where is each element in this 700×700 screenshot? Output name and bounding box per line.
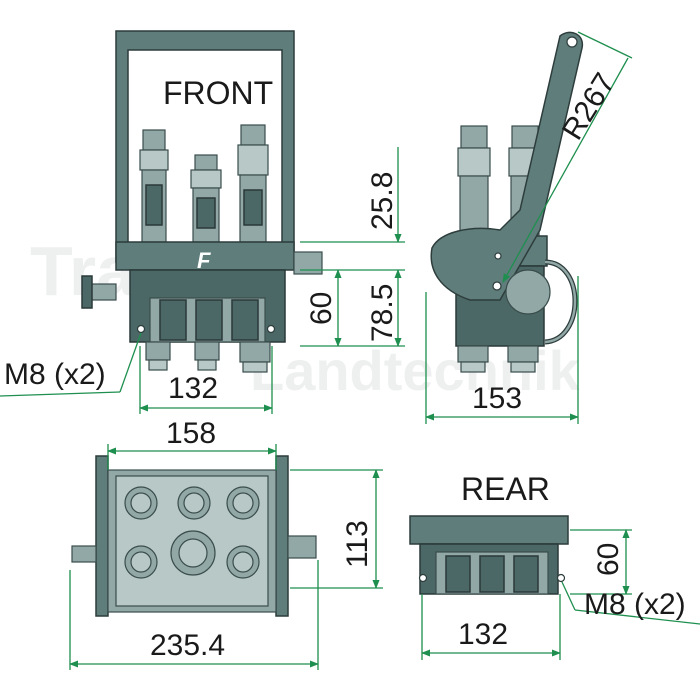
side-bottom-ports <box>457 345 539 373</box>
front-total-height-label: 78.5 <box>366 284 399 342</box>
side-lever <box>430 31 584 301</box>
front-m8-hole-left <box>136 324 146 334</box>
top-lever-right <box>275 455 289 617</box>
rear-top-plate <box>409 515 569 545</box>
front-view: F FRONT <box>81 30 323 373</box>
rear-m8-hole-right <box>556 573 566 583</box>
top-side-knob <box>71 545 97 563</box>
rear-dimensions: 60 132 M8 (x2) <box>421 529 700 660</box>
top-total-width-label: 235.4 <box>150 629 225 662</box>
rear-view: REAR <box>409 471 569 595</box>
rear-height-label: 60 <box>592 543 625 576</box>
rear-m8-hole-left <box>418 573 428 583</box>
front-body-height-label: 60 <box>305 292 338 325</box>
rear-title: REAR <box>461 471 550 507</box>
rear-thread-label: M8 (x2) <box>584 588 686 621</box>
front-pivot <box>293 251 323 275</box>
side-screw <box>494 252 502 260</box>
front-fitting-height-label: 25.8 <box>366 172 399 230</box>
side-pivot-hole <box>492 281 502 291</box>
top-lever-left <box>95 455 109 617</box>
top-pivot <box>287 535 317 559</box>
side-view <box>430 31 584 373</box>
top-depth-label: 113 <box>341 520 374 568</box>
top-view <box>71 455 317 617</box>
front-title: FRONT <box>163 75 273 111</box>
rear-width-label: 132 <box>458 618 508 651</box>
front-dimensions: 25.8 78.5 60 132 M8 (x2) <box>0 147 405 414</box>
front-logo: F <box>197 248 211 273</box>
front-width-label: 132 <box>168 372 218 405</box>
side-pivot-boss <box>505 269 551 315</box>
top-inner-width-label: 158 <box>166 417 216 450</box>
front-fittings <box>139 124 269 243</box>
side-width-label: 153 <box>472 382 522 415</box>
front-thread-label: M8 (x2) <box>4 358 106 391</box>
side-hose <box>544 259 578 345</box>
front-bottom-ports <box>145 341 271 373</box>
front-m8-hole-right <box>266 324 276 334</box>
side-lever-top-hole <box>566 36 578 48</box>
top-dimensions: 158 113 235.4 <box>69 417 383 670</box>
